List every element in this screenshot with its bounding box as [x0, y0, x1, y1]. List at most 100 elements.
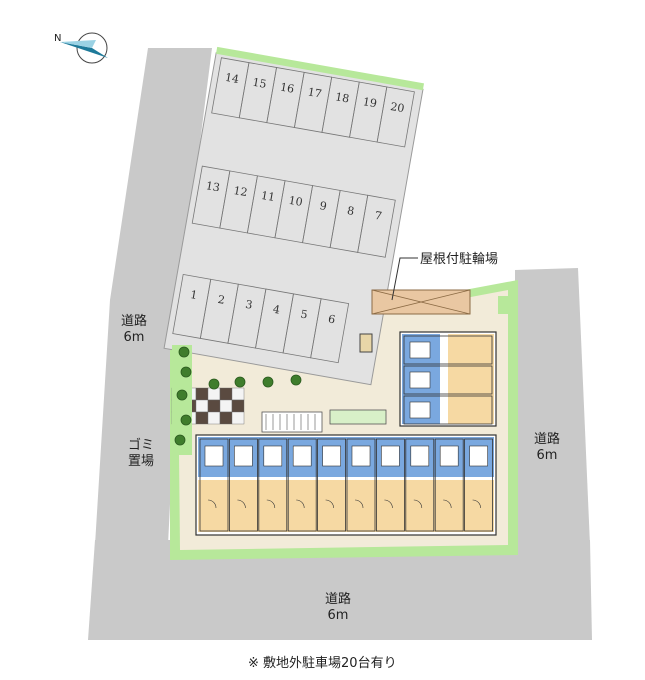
green-strip-east [498, 296, 510, 314]
door-swing [384, 499, 393, 509]
parking-number-20: 20 [389, 100, 405, 115]
apartment-unit-east [403, 365, 493, 395]
bathroom-fixture [439, 445, 459, 467]
parking-row-bottom-lines [172, 273, 350, 364]
road-east-label: 道路 6m [525, 432, 569, 464]
compass-rose-icon [60, 30, 108, 64]
parking-number-17: 17 [307, 85, 323, 100]
patio-tile [219, 411, 233, 425]
parking-number-16: 16 [279, 81, 295, 96]
apartment-unit-south [258, 438, 288, 532]
road-west-name: 道路 [120, 314, 147, 329]
parking-number-14: 14 [224, 71, 240, 86]
parking-number-7: 7 [374, 209, 383, 223]
tree [180, 366, 192, 378]
bathroom-fixture [381, 445, 400, 467]
road-south-label: 道路 6m [316, 592, 360, 624]
road-west [95, 48, 212, 545]
bike-parking-cross-b [371, 289, 471, 315]
apartment-unit-south [464, 438, 494, 532]
bathroom-fixture [292, 445, 312, 467]
parking-number-3: 3 [244, 298, 253, 312]
bathroom-fixture [351, 445, 371, 467]
door-swing [266, 499, 276, 509]
door-swing [413, 499, 423, 509]
bathroom-fixture [409, 401, 431, 419]
patio-tile [207, 387, 221, 401]
parking-space-middle-7 [357, 194, 396, 258]
door-swing [207, 499, 217, 509]
parking-number-12: 12 [232, 184, 248, 199]
apartment-unit-south [199, 438, 229, 532]
entrance-steps [261, 411, 323, 433]
parking-row-top-lines [211, 57, 415, 148]
road-south-name: 道路 [324, 592, 351, 607]
patio-tile [231, 411, 245, 425]
road-west-width: 6m [123, 330, 145, 345]
bike-label-leader [391, 257, 418, 301]
parking-number-2: 2 [217, 293, 226, 307]
tree [208, 378, 220, 390]
patio-tile [207, 411, 221, 425]
parking-number-15: 15 [252, 76, 268, 91]
building-east [399, 331, 497, 427]
door-swing [237, 499, 246, 509]
parking-number-5: 5 [299, 308, 308, 322]
parking-lot [163, 46, 425, 386]
compass-north-label: N [54, 33, 62, 44]
apartment-unit-south [228, 438, 258, 532]
parking-number-4: 4 [272, 303, 281, 317]
patio-tile [231, 387, 245, 401]
parking-number-6: 6 [327, 312, 336, 326]
green-bench [329, 409, 387, 425]
parking-space-bottom-6 [310, 298, 350, 364]
parking-number-11: 11 [260, 189, 276, 204]
tree [290, 374, 302, 386]
apartment-unit-south [434, 438, 464, 532]
road-south [88, 540, 592, 640]
road-west-label: 道路 6m [112, 314, 156, 346]
road-east-width: 6m [536, 448, 558, 463]
road-south-width: 6m [327, 608, 349, 623]
bathroom-fixture [263, 445, 283, 467]
parking-number-18: 18 [334, 90, 350, 105]
tree [178, 346, 190, 358]
patio-tile [207, 399, 221, 413]
parking-number-1: 1 [189, 288, 198, 302]
parking-number-8: 8 [346, 204, 355, 218]
door-swing [325, 499, 334, 509]
bathroom-fixture [234, 445, 253, 467]
utility-box [359, 333, 373, 353]
patio-tile [195, 387, 209, 401]
parking-row-middle-lines [191, 165, 396, 258]
bathroom-fixture [410, 445, 430, 467]
door-swing [296, 499, 305, 509]
tree [234, 376, 246, 388]
bathroom-fixture [409, 371, 431, 389]
apartment-unit-south [287, 438, 317, 532]
apartment-unit-south [405, 438, 435, 532]
apartment-unit-east [403, 395, 493, 425]
patio-tile [231, 399, 245, 413]
tree [176, 389, 188, 401]
door-swing [354, 499, 364, 509]
bathroom-fixture [204, 445, 224, 467]
bike-parking-label: 屋根付駐輪場 [420, 252, 499, 267]
bathroom-fixture [322, 445, 341, 467]
patio-tile [195, 399, 209, 413]
patio-tile [219, 387, 233, 401]
patio-tile [219, 399, 233, 413]
bathroom-fixture [409, 341, 431, 359]
footnote-offsite-parking: ※ 敷地外駐車場20台有り [248, 656, 397, 671]
parking-number-19: 19 [362, 95, 378, 110]
parking-number-13: 13 [205, 179, 221, 194]
tree [262, 376, 274, 388]
door-swing [472, 499, 481, 509]
parking-number-9: 9 [319, 199, 328, 213]
building-south [195, 434, 497, 536]
patio-tile [195, 411, 209, 425]
road-east-name: 道路 [533, 432, 560, 447]
